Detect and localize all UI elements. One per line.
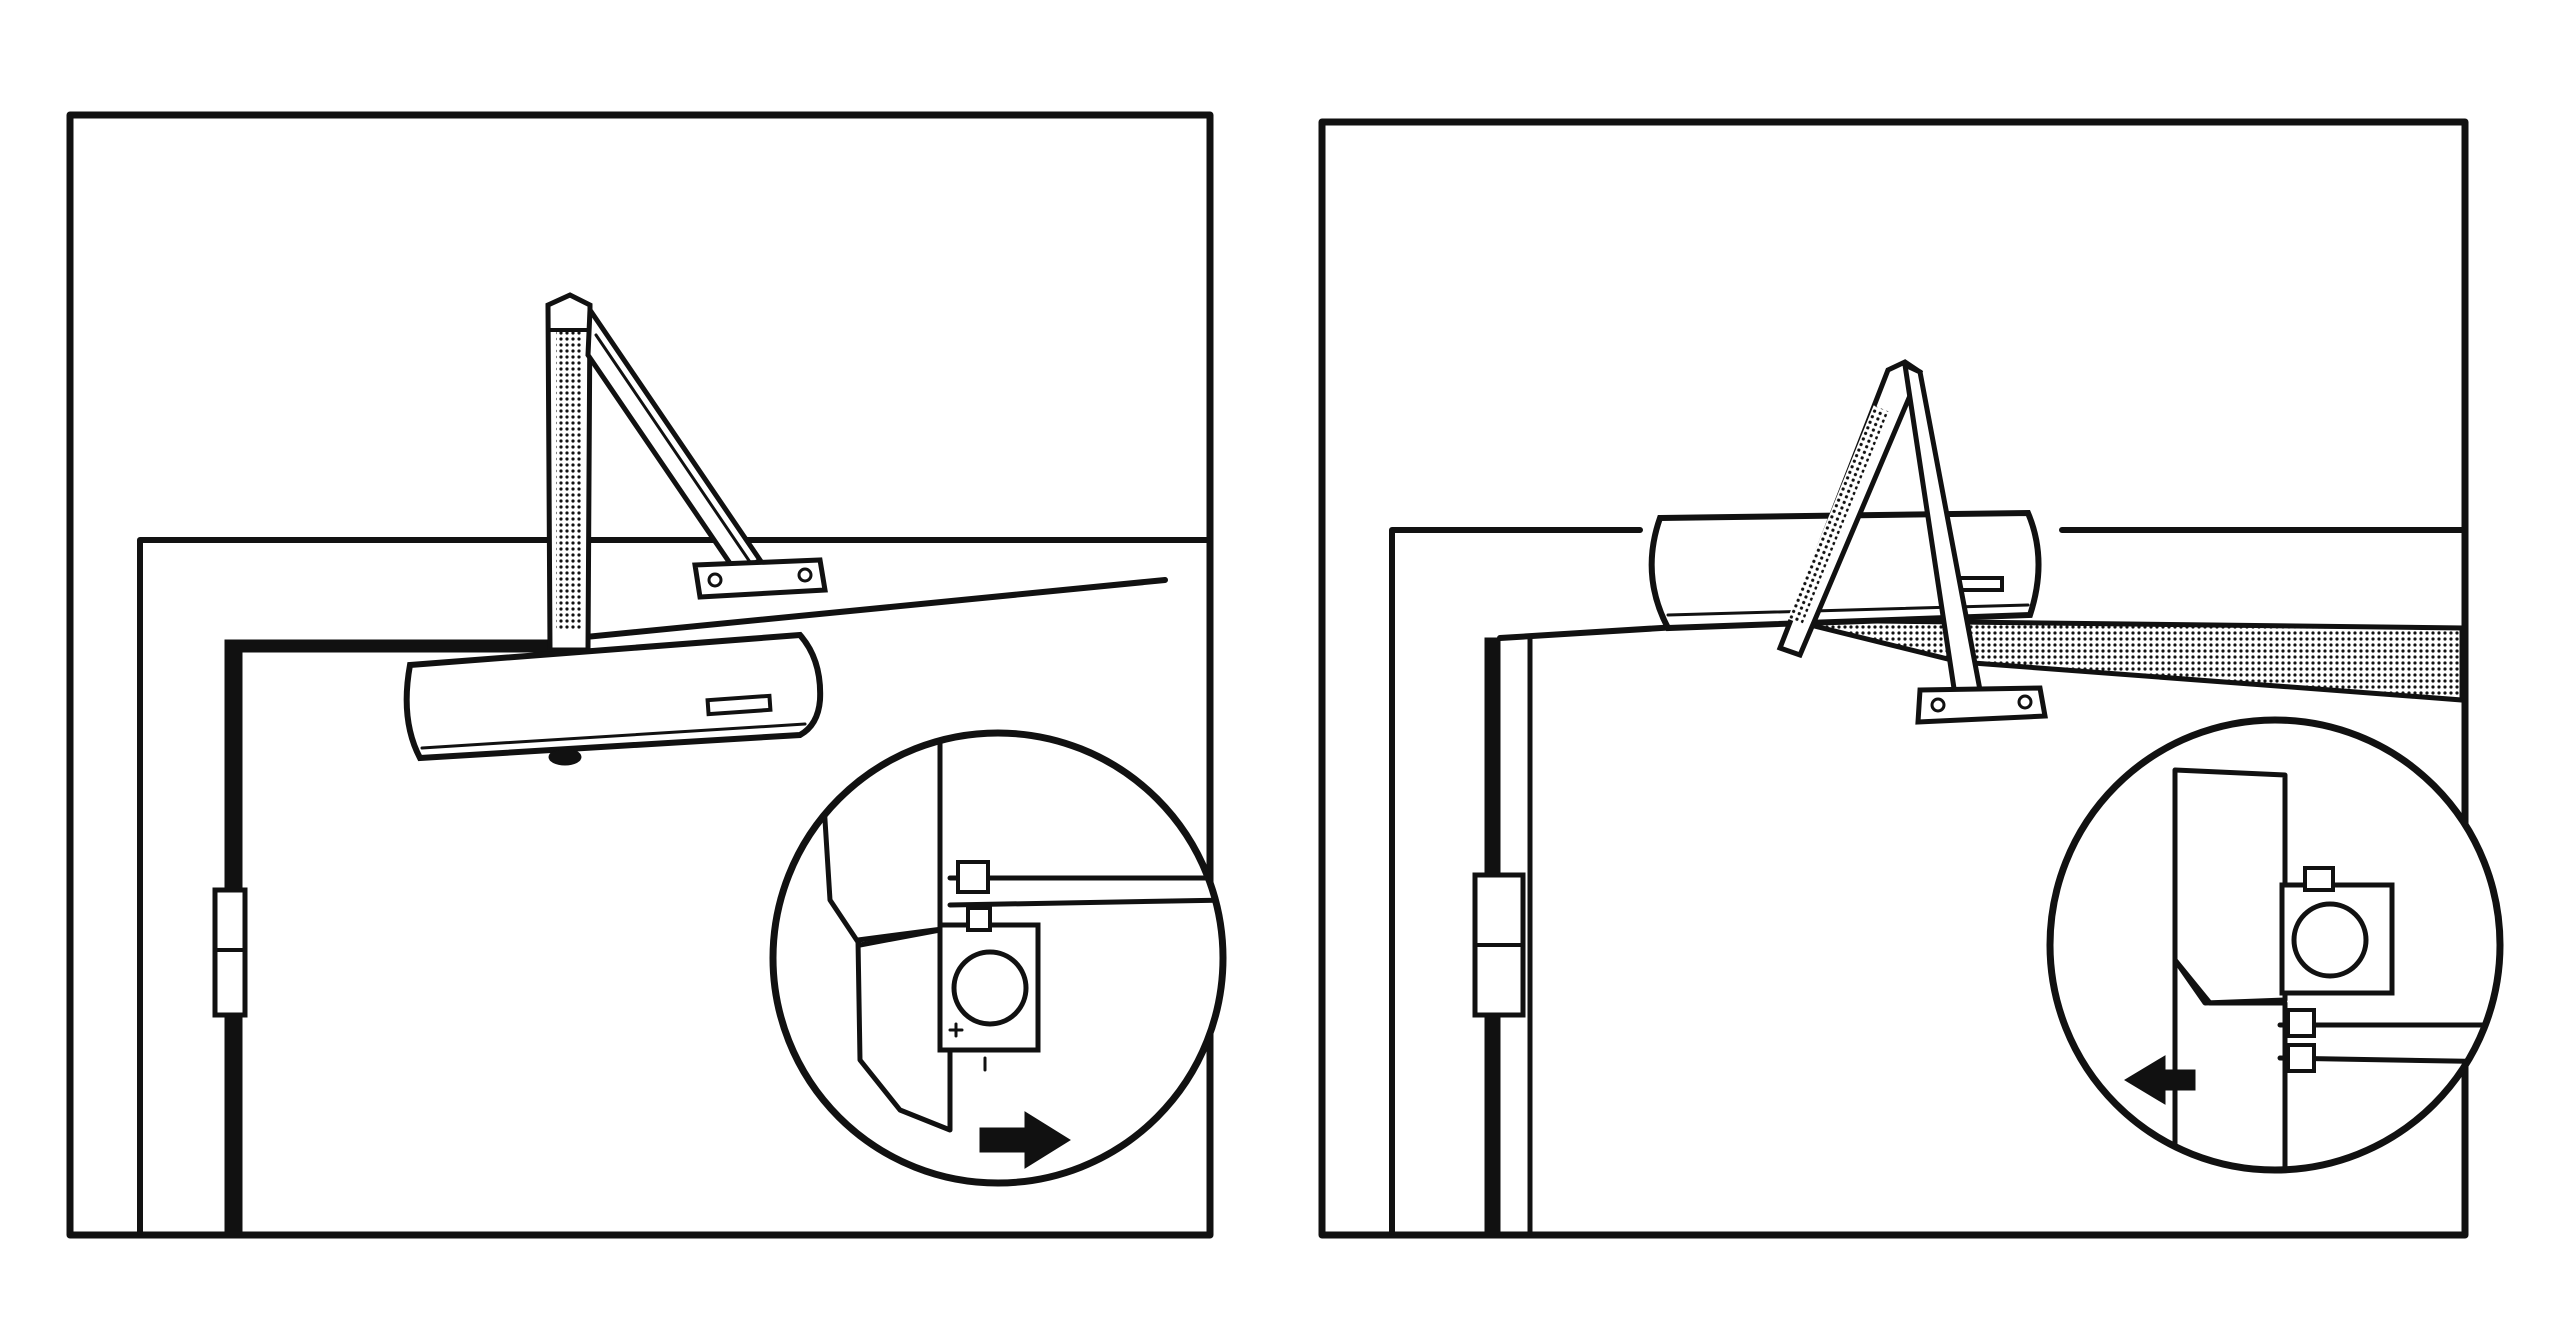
left-panel-frame — [66, 111, 1214, 1239]
left-panel — [66, 111, 1227, 1239]
right-panel-frame — [1318, 118, 2469, 1239]
right-door-frame-outline — [1389, 527, 2465, 1235]
left-detail-inset — [769, 729, 1227, 1187]
right-door-edge-band — [1789, 617, 2465, 703]
left-closer-adjust-slot — [705, 693, 773, 717]
left-door-top-edge — [552, 577, 1168, 643]
right-hinge — [1472, 872, 1526, 1018]
right-closer-arm — [1776, 359, 2048, 725]
right-detail-inset — [2046, 716, 2504, 1174]
left-hinge — [212, 887, 248, 1018]
left-closer-body — [403, 631, 824, 766]
left-closer-arm — [545, 292, 828, 653]
left-direction-arrow — [979, 1111, 1071, 1169]
right-panel — [1318, 118, 2504, 1239]
right-direction-arrow — [2124, 1055, 2196, 1105]
left-door-frame-outline — [137, 537, 1211, 1235]
